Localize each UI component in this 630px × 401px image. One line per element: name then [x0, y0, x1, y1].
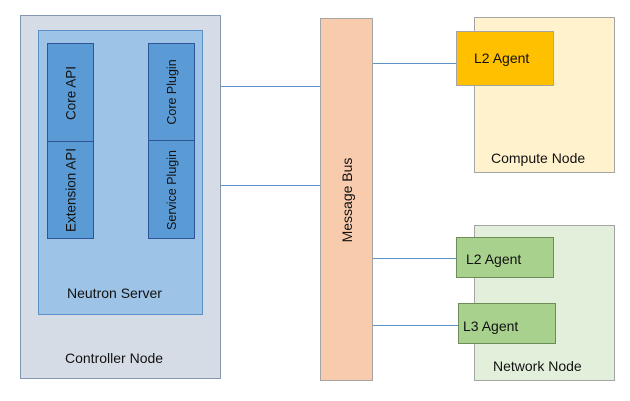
core-plugin-label: Core Plugin [164, 59, 179, 125]
network-node-label: Network Node [493, 358, 582, 374]
message-bus-label: Message Bus [338, 157, 355, 242]
compute-l2-agent-box [456, 31, 554, 86]
compute-l2-agent-label: L2 Agent [474, 50, 530, 66]
extension-api-label: Extension API [63, 147, 78, 233]
network-l3-agent-label: L3 Agent [463, 318, 519, 334]
neutron-server-label: Neutron Server [67, 285, 162, 301]
compute-node-label: Compute Node [491, 150, 586, 166]
service-plugin-to-bus-connector [195, 185, 320, 186]
bus-to-network-l2-agent-connector [373, 258, 456, 259]
compute-node-box [474, 17, 615, 173]
service-plugin-label: Service Plugin [164, 149, 179, 230]
network-l2-agent-label: L2 Agent [466, 251, 522, 267]
controller-node-label: Controller Node [65, 350, 164, 366]
core-api-label: Core API [63, 65, 78, 120]
extension-api-block: Extension API [47, 141, 94, 239]
core-api-block: Core API [47, 43, 94, 142]
network-l3-agent-box [458, 303, 556, 344]
bus-to-compute-l2-agent-connector [373, 63, 456, 64]
network-l2-agent-box [456, 237, 554, 278]
message-bus-box: Message Bus [320, 18, 373, 381]
service-plugin-block: Service Plugin [148, 140, 195, 239]
bus-to-network-l3-agent-connector [373, 325, 458, 326]
core-plugin-to-bus-connector [195, 86, 320, 87]
core-plugin-block: Core Plugin [148, 43, 195, 141]
